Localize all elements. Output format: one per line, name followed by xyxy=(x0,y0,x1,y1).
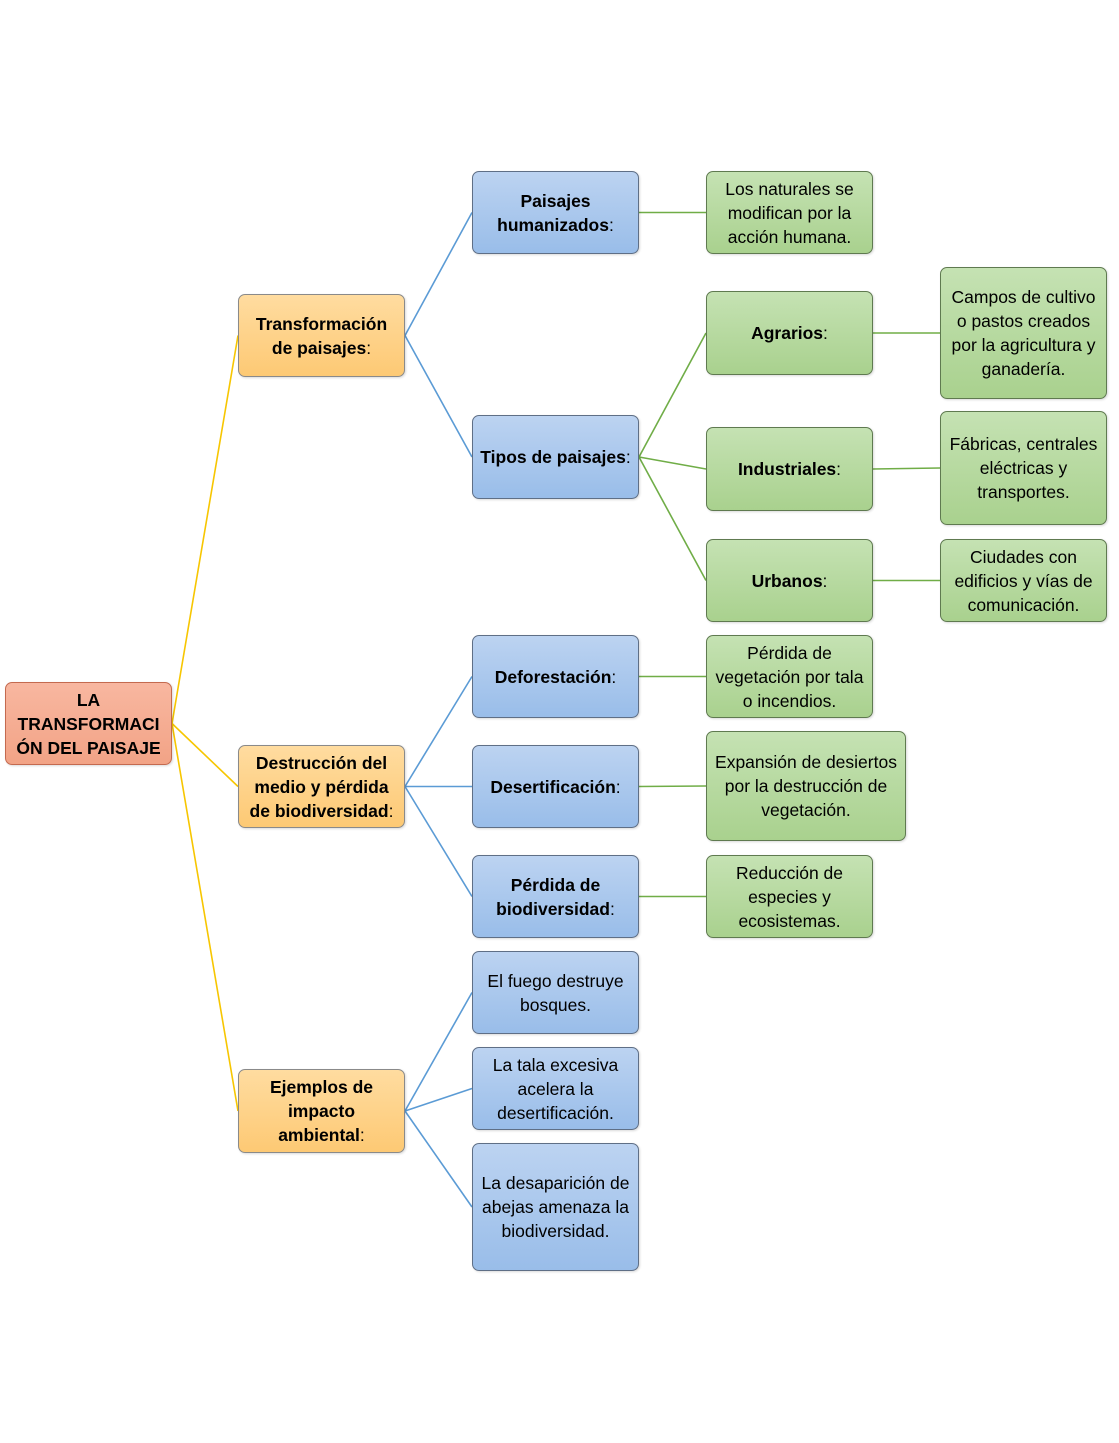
ejemplo-tala-text: La tala excesiva acelera la desertificac… xyxy=(492,1054,619,1123)
urbanos-label: Urbanos xyxy=(751,570,823,591)
node-ejemplos-de-impacto: Ejemplos de impacto ambiental: xyxy=(238,1069,405,1153)
node-industriales: Industriales: xyxy=(706,427,873,511)
industriales-desc: Fábricas, centrales eléctricas y transpo… xyxy=(949,434,1098,502)
node-deforestacion: Deforestación: xyxy=(472,635,639,718)
node-ejemplo-fuego: El fuego destruye bosques. xyxy=(472,951,639,1034)
destruccion-colon: : xyxy=(388,800,394,821)
node-urbanos-descripcion: Ciudades con edificios y vías de comunic… xyxy=(940,539,1107,622)
ejemplos-label: Ejemplos de impacto ambiental xyxy=(269,1077,374,1145)
agrarios-desc: Campos de cultivo o pastos creados por l… xyxy=(951,287,1096,379)
link-desertificacion-desc xyxy=(638,785,707,788)
node-paisajes-humanizados: Paisajes humanizados: xyxy=(472,171,639,254)
humanizados-colon: : xyxy=(608,214,614,235)
link-industriales-desc xyxy=(872,467,941,470)
link-root-transformacion xyxy=(171,335,239,724)
transformacion-label: Transformación de paisajes xyxy=(255,313,388,358)
deforestacion-label: Deforestación xyxy=(494,666,612,687)
node-ejemplo-abejas: La desaparición de abejas amenaza la bio… xyxy=(472,1143,639,1271)
destruccion-label: Destrucción del medio y pérdida de biodi… xyxy=(249,752,389,821)
node-tipos-de-paisajes: Tipos de paisajes: xyxy=(472,415,639,499)
link-transformacion-humanizados xyxy=(404,212,473,336)
link-ejemplos-fuego xyxy=(404,992,473,1112)
humanizados-label: Paisajes humanizados xyxy=(497,190,609,235)
perdida-desc: Reducción de especies y ecosistemas. xyxy=(735,862,844,931)
transformacion-colon: : xyxy=(366,337,372,358)
perdida-colon: : xyxy=(609,898,615,919)
node-deforestacion-descripcion: Pérdida de vegetación por tala o incendi… xyxy=(706,635,873,718)
root-node: LA TRANSFORMACIÓN DEL PAISAJE xyxy=(5,682,172,765)
ejemplo-fuego-text: El fuego destruye bosques. xyxy=(487,970,624,1015)
tipos-colon: : xyxy=(625,447,631,467)
node-perdida-descripcion: Reducción de especies y ecosistemas. xyxy=(706,855,873,938)
urbanos-desc: Ciudades con edificios y vías de comunic… xyxy=(954,546,1093,615)
deforestacion-colon: : xyxy=(611,666,617,687)
node-perdida-de-biodiversidad: Pérdida de biodiversidad: xyxy=(472,855,639,938)
deforestacion-desc: Pérdida de vegetación por tala o incendi… xyxy=(715,642,864,711)
node-ejemplo-tala: La tala excesiva acelera la desertificac… xyxy=(472,1047,639,1130)
link-ejemplos-tala xyxy=(404,1087,473,1112)
node-industriales-descripcion: Fábricas, centrales eléctricas y transpo… xyxy=(940,411,1107,525)
node-desertificacion: Desertificación: xyxy=(472,745,639,828)
node-desertificacion-descripcion: Expansión de desiertos por la destrucció… xyxy=(706,731,906,841)
agrarios-label: Agrarios xyxy=(751,323,824,343)
link-root-destruccion xyxy=(171,722,239,788)
desertificacion-label: Desertificación xyxy=(490,776,616,797)
link-tipos-agrarios xyxy=(638,332,707,458)
node-humanizados-descripcion: Los naturales se modifican por la acción… xyxy=(706,171,873,254)
node-agrarios-descripcion: Campos de cultivo o pastos creados por l… xyxy=(940,267,1107,399)
link-destruccion-deforestacion xyxy=(404,676,473,787)
tipos-label: Tipos de paisajes xyxy=(480,447,626,467)
node-urbanos: Urbanos: xyxy=(706,539,873,622)
ejemplos-colon: : xyxy=(359,1125,365,1145)
industriales-label: Industriales xyxy=(737,459,837,479)
humanizados-desc: Los naturales se modifican por la acción… xyxy=(725,178,854,247)
agrarios-colon: : xyxy=(823,323,828,343)
node-agrarios: Agrarios: xyxy=(706,291,873,375)
link-ejemplos-abejas xyxy=(404,1110,473,1208)
node-transformacion-de-paisajes: Transformación de paisajes: xyxy=(238,294,405,377)
perdida-label: Pérdida de biodiversidad xyxy=(496,874,610,919)
industriales-colon: : xyxy=(836,459,842,479)
urbanos-colon: : xyxy=(822,570,828,591)
link-tipos-industriales xyxy=(638,456,707,470)
desertificacion-colon: : xyxy=(615,776,621,797)
link-transformacion-tipos xyxy=(404,335,473,458)
link-destruccion-perdida xyxy=(404,786,473,897)
desertificacion-desc: Expansión de desiertos por la destrucció… xyxy=(715,752,897,820)
link-root-ejemplos xyxy=(171,723,239,1112)
link-tipos-urbanos xyxy=(638,456,707,581)
node-destruccion-del-medio: Destrucción del medio y pérdida de biodi… xyxy=(238,745,405,828)
root-label: LA TRANSFORMACIÓN DEL PAISAJE xyxy=(16,689,161,758)
ejemplo-abejas-text: La desaparición de abejas amenaza la bio… xyxy=(481,1173,630,1241)
